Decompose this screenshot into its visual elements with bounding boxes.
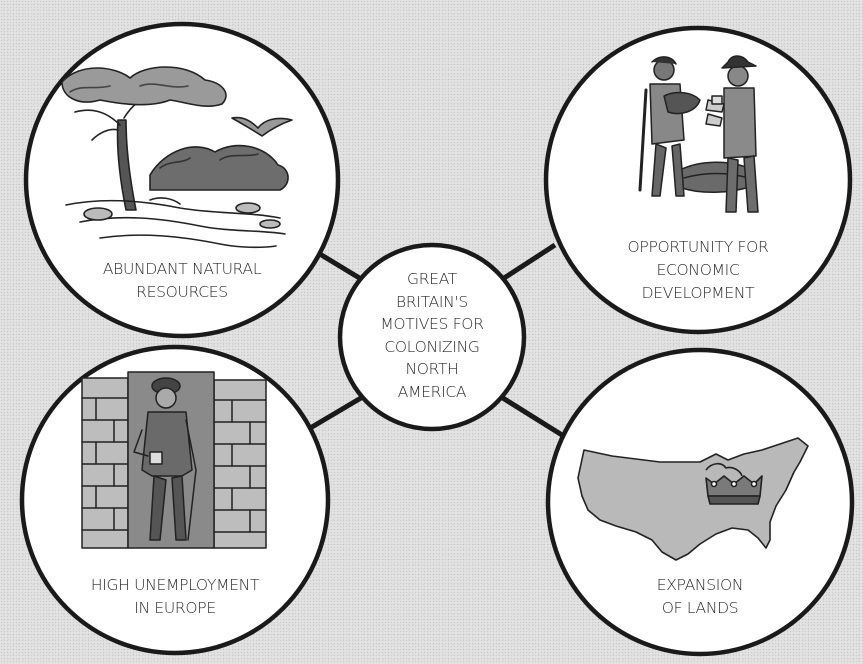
center-line: MOTIVES FOR — [380, 315, 484, 333]
beggar-in-alley-icon — [81, 371, 267, 549]
connector-bottom-right — [496, 392, 572, 443]
label-abundant-natural-resources: ABUNDANT NATURAL RESOURCES — [72, 258, 292, 304]
label-line: OPPORTUNITY FOR — [627, 238, 769, 256]
label-line: RESOURCES — [136, 283, 228, 301]
label-line: ECONOMIC — [656, 261, 740, 279]
center-label-great-britains-motives: GREAT BRITAIN'S MOTIVES FOR COLONIZING N… — [352, 268, 512, 403]
center-line: NORTH — [405, 360, 459, 378]
label-line: OF LANDS — [661, 599, 739, 617]
label-line: IN EUROPE — [134, 599, 216, 617]
connector-top-right — [496, 242, 557, 285]
label-expansion-of-lands: EXPANSION OF LANDS — [590, 574, 810, 620]
label-line: DEVELOPMENT — [641, 284, 755, 302]
center-line: BRITAIN'S — [396, 292, 468, 311]
label-high-unemployment-in-europe: HIGH UNEMPLOYMENT IN EUROPE — [65, 574, 285, 620]
center-line: GREAT — [407, 270, 457, 288]
fur-traders-icon — [638, 55, 759, 213]
forest-river-bird-icon — [61, 66, 293, 249]
center-circle — [337, 242, 527, 432]
label-line: EXPANSION — [656, 576, 744, 594]
label-line: HIGH UNEMPLOYMENT — [90, 576, 260, 594]
us-map-with-crown-icon — [577, 437, 809, 561]
label-opportunity-for-economic-development: OPPORTUNITY FOR ECONOMIC DEVELOPMENT — [588, 236, 808, 305]
center-line: COLONIZING — [384, 337, 480, 356]
label-line: ABUNDANT NATURAL — [102, 260, 262, 278]
center-line: AMERICA — [397, 382, 467, 401]
